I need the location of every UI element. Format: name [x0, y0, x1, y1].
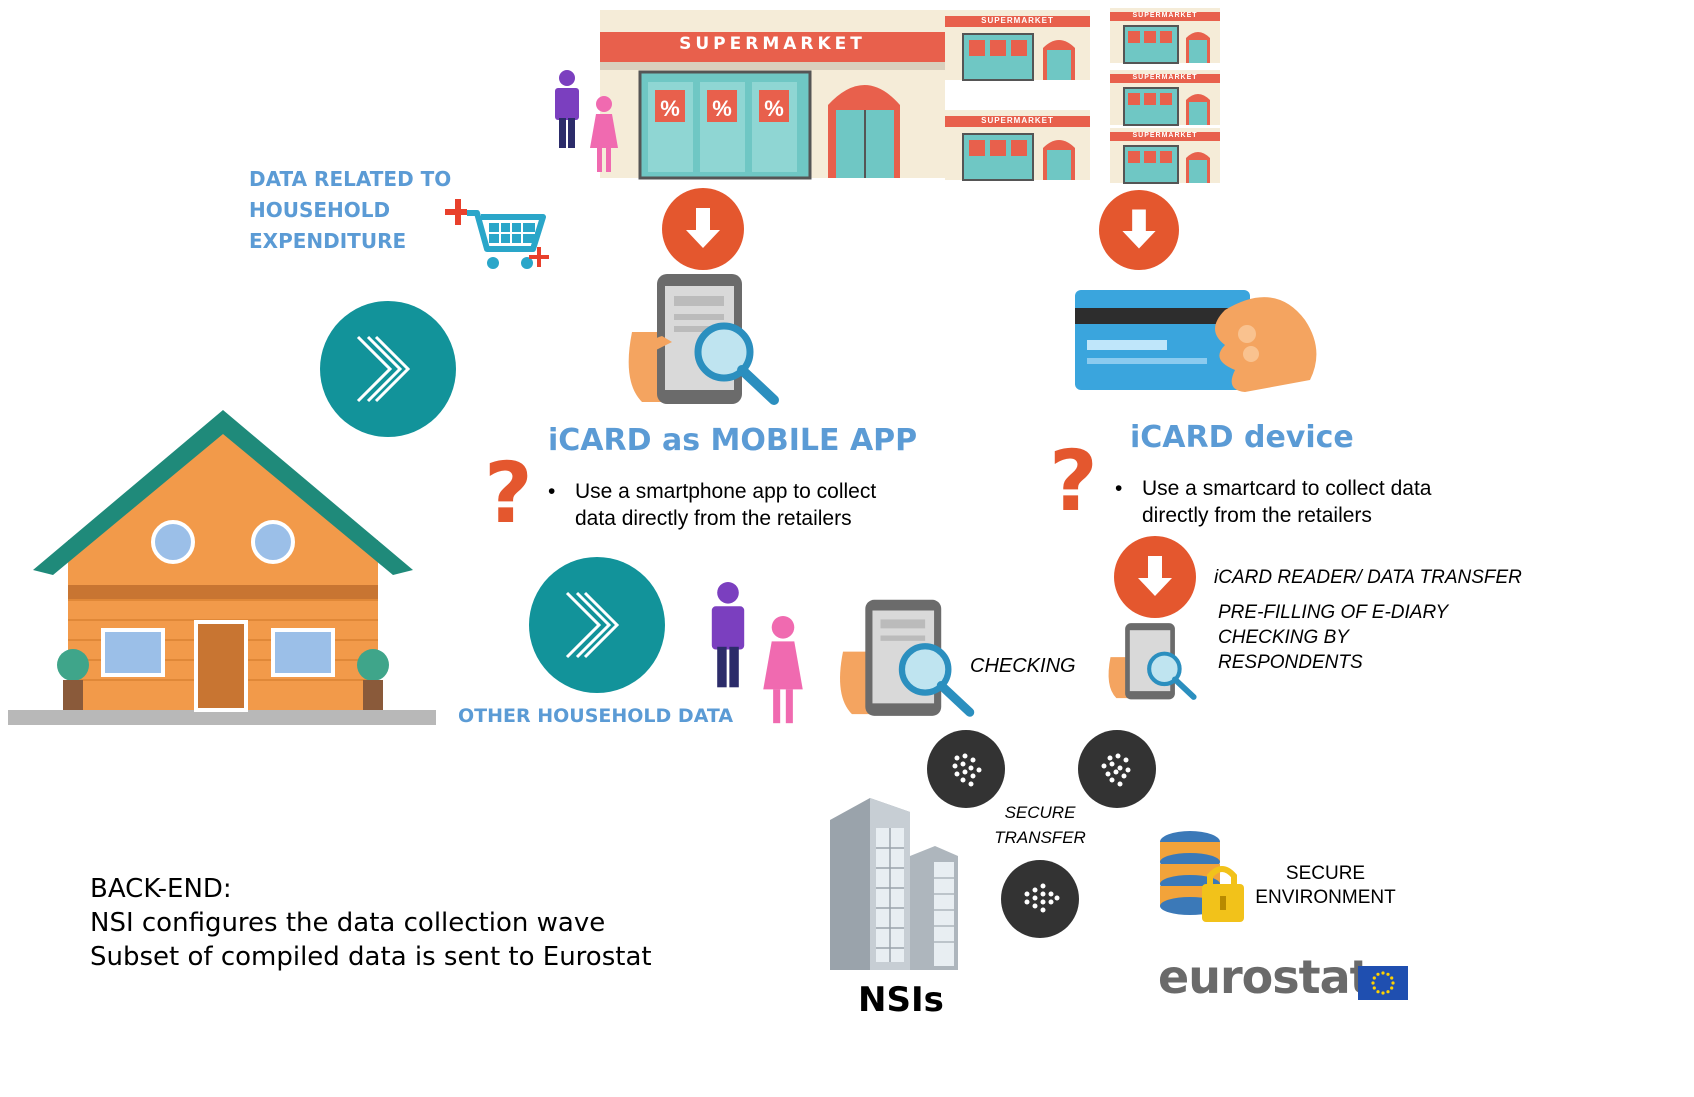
small-supermarket-sign-1: SUPERMARKET: [981, 16, 1054, 25]
icard-device-title: iCARD device: [1130, 420, 1354, 455]
small-supermarket-sign-4: SUPERMARKET: [1132, 74, 1198, 81]
discount-label-2: %: [712, 96, 732, 121]
secure-transfer-icon: [1001, 860, 1079, 938]
back-end-text: BACK-END: NSI configures the data collec…: [90, 872, 652, 974]
icard-device-bullet-line-1: Use a smartcard to collect data: [1142, 477, 1432, 500]
checking-label: CHECKING: [970, 655, 1076, 677]
prefilling-line-1: PRE-FILLING OF E-DIARY: [1218, 602, 1449, 623]
eu-flag-icon: [1358, 966, 1408, 1000]
smartcard-hand-icon: [1075, 290, 1317, 392]
house-icon: [8, 410, 436, 725]
smartphone-search-icon: [840, 599, 975, 717]
discount-label-1: %: [660, 96, 680, 121]
icard-app-description: •Use a smartphone app to collect data di…: [548, 480, 877, 530]
other-household-data-label: OTHER HOUSEHOLD DATA: [458, 705, 734, 727]
woman-icon: [590, 96, 618, 172]
icard-app-title: iCARD as MOBILE APP: [548, 423, 918, 458]
secure-environment-label: SECURE ENVIRONMENT: [1248, 862, 1403, 910]
supermarket-small-icon: [945, 10, 1090, 81]
secure-transfer-line-1: SECURE: [1004, 803, 1076, 822]
secure-transfer-line-2: TRANSFER: [994, 828, 1086, 847]
reader-transfer-label: iCARD READER/ DATA TRANSFER: [1214, 567, 1522, 588]
prefilling-label: PRE-FILLING OF E-DIARY CHECKING BY RESPO…: [1218, 600, 1448, 675]
nsis-label: NSIs: [858, 980, 944, 1020]
small-supermarket-sign-2: SUPERMARKET: [981, 116, 1054, 125]
man-icon: [555, 70, 579, 148]
secure-transfer-label: SECURE TRANSFER: [990, 800, 1090, 850]
household-expenditure-line-1: DATA RELATED TO: [249, 167, 452, 191]
icard-app-bullet-line-1: Use a smartphone app to collect: [575, 480, 877, 503]
supermarket-small-icon: [945, 110, 1090, 181]
secure-transfer-icon: [1078, 730, 1156, 808]
download-arrow-icon: [1099, 190, 1179, 270]
secure-environment-line-2: ENVIRONMENT: [1255, 887, 1396, 908]
man-icon: [711, 582, 745, 688]
prefilling-line-3: RESPONDENTS: [1218, 652, 1363, 673]
secure-environment-line-1: SECURE: [1285, 863, 1366, 884]
smartphone-search-icon: [628, 274, 779, 405]
prefilling-line-2: CHECKING BY: [1218, 627, 1349, 648]
supermarket-small-icon: [1110, 70, 1220, 126]
icard-device-description: •Use a smartcard to collect data directl…: [1115, 477, 1432, 527]
smartphone-search-icon: [1108, 623, 1197, 700]
main-supermarket-icon: [600, 10, 945, 180]
shopping-cart-icon: [445, 199, 549, 269]
main-supermarket-sign: SUPERMARKET: [679, 34, 866, 54]
download-arrow-icon: [1114, 536, 1196, 618]
back-end-heading: BACK-END:: [90, 874, 232, 904]
fast-forward-icon: [529, 557, 665, 693]
icard-device-bullet-line-2: directly from the retailers: [1142, 504, 1372, 527]
fast-forward-icon: [320, 301, 456, 437]
woman-icon: [763, 616, 803, 724]
question-icon: ?: [1049, 432, 1098, 530]
download-arrow-icon: [662, 188, 744, 270]
secure-transfer-icon: [927, 730, 1005, 808]
icard-app-bullet-line-2: data directly from the retailers: [575, 507, 852, 530]
household-expenditure-line-2: HOUSEHOLD: [249, 198, 391, 222]
office-buildings-icon: [830, 798, 958, 970]
database-lock-icon: [1160, 831, 1244, 922]
household-expenditure-label: DATA RELATED TO HOUSEHOLD EXPENDITURE: [249, 164, 451, 257]
supermarket-small-icon: [1110, 8, 1220, 64]
back-end-line-1: NSI configures the data collection wave: [90, 908, 606, 938]
small-supermarket-sign-3: SUPERMARKET: [1132, 12, 1198, 19]
question-icon: ?: [484, 444, 533, 542]
back-end-line-2: Subset of compiled data is sent to Euros…: [90, 942, 652, 972]
discount-label-3: %: [764, 96, 784, 121]
small-supermarket-sign-5: SUPERMARKET: [1132, 132, 1198, 139]
household-expenditure-line-3: EXPENDITURE: [249, 229, 407, 253]
supermarket-small-icon: [1110, 128, 1220, 184]
eurostat-logo: eurostat: [1158, 950, 1372, 1004]
